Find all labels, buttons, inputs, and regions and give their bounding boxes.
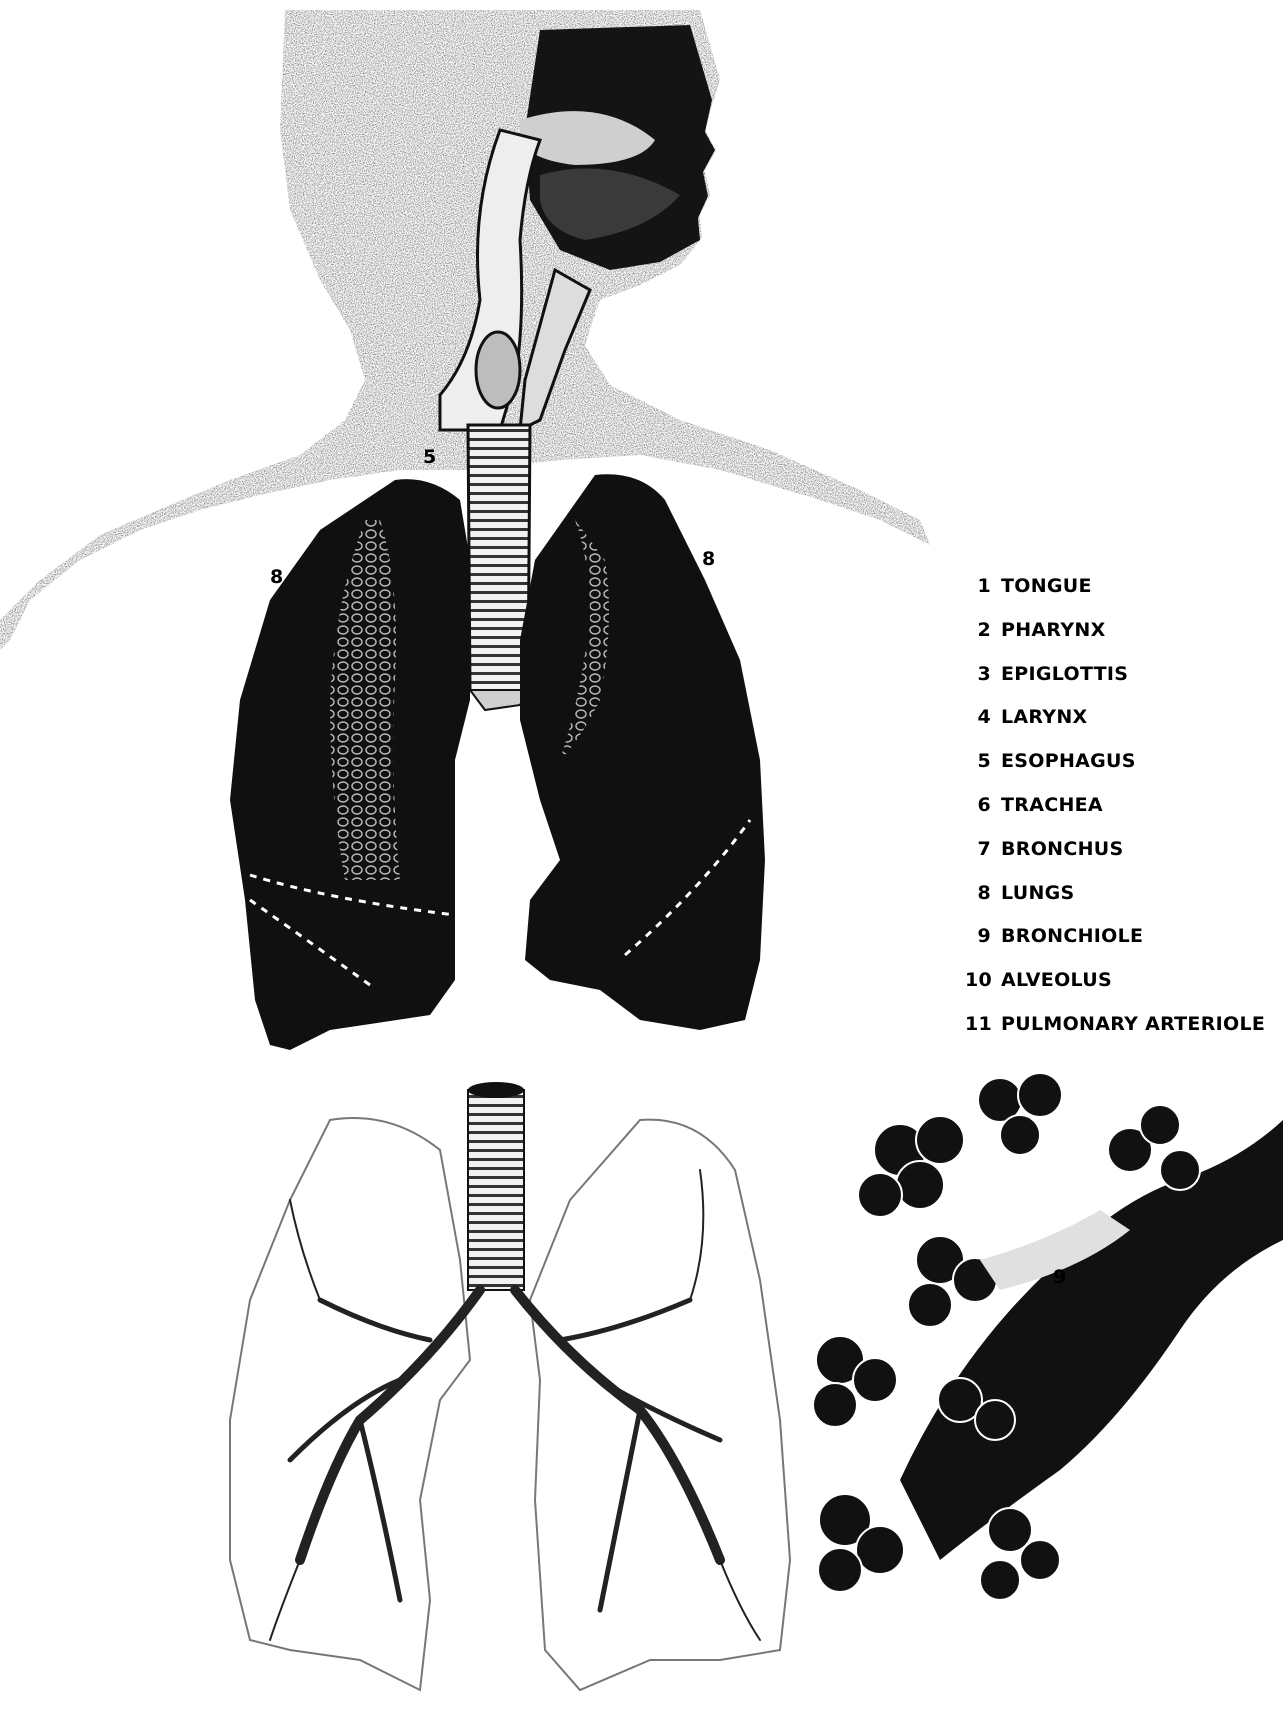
- callout-bronchiole: 9: [1053, 1266, 1066, 1288]
- legend-item: 11 PULMONARY ARTERIOLE: [965, 1013, 1265, 1057]
- legend-item-number: 10: [965, 969, 991, 991]
- legend-item: 3 EPIGLOTTIS: [965, 663, 1265, 707]
- legend-item-number: 2: [965, 619, 991, 641]
- bronchial-tree: [230, 1082, 790, 1690]
- legend-item: 10 ALVEOLUS: [965, 969, 1265, 1013]
- legend-item-label: BRONCHIOLE: [1001, 925, 1143, 947]
- legend-item-label: ALVEOLUS: [1001, 969, 1112, 991]
- legend-item-number: 11: [965, 1013, 991, 1035]
- legend-item-number: 8: [965, 882, 991, 904]
- legend-item-label: LUNGS: [1001, 882, 1075, 904]
- legend-item-number: 3: [965, 663, 991, 685]
- legend-item-label: BRONCHUS: [1001, 838, 1124, 860]
- legend-item: 2 PHARYNX: [965, 619, 1265, 663]
- callout-esophagus: 5: [423, 446, 436, 468]
- legend-item-label: TONGUE: [1001, 575, 1092, 597]
- legend-item: 4 LARYNX: [965, 706, 1265, 750]
- legend-item-label: EPIGLOTTIS: [1001, 663, 1128, 685]
- legend-item-number: 4: [965, 706, 991, 728]
- legend-item-label: TRACHEA: [1001, 794, 1103, 816]
- legend-item: 1 TONGUE: [965, 575, 1265, 619]
- legend: 1 TONGUE 2 PHARYNX 3 EPIGLOTTIS 4 LARYNX 5 ESOPHA…: [965, 575, 1265, 1057]
- legend-item-label: ESOPHAGUS: [1001, 750, 1136, 772]
- legend-item-number: 6: [965, 794, 991, 816]
- legend-item: 9 BRONCHIOLE: [965, 925, 1265, 969]
- alveoli-cluster: [813, 1073, 1283, 1600]
- legend-item: 6 TRACHEA: [965, 794, 1265, 838]
- legend-item-number: 1: [965, 575, 991, 597]
- callout-lungs-left: 8: [270, 566, 283, 588]
- legend-item-label: PULMONARY ARTERIOLE: [1001, 1013, 1265, 1035]
- legend-item-number: 9: [965, 925, 991, 947]
- legend-item: 5 ESOPHAGUS: [965, 750, 1265, 794]
- legend-item: 8 LUNGS: [965, 882, 1265, 926]
- legend-item-label: LARYNX: [1001, 706, 1088, 728]
- legend-item-label: PHARYNX: [1001, 619, 1106, 641]
- legend-item-number: 7: [965, 838, 991, 860]
- legend-item: 7 BRONCHUS: [965, 838, 1265, 882]
- legend-item-number: 5: [965, 750, 991, 772]
- callout-lungs-right: 8: [702, 548, 715, 570]
